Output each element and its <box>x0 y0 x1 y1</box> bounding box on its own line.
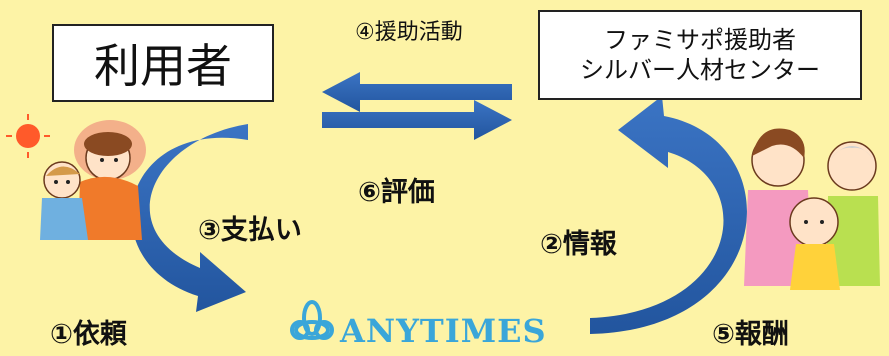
brand-name: ANYTIMES <box>339 312 547 350</box>
step-request-label: ①依頼 <box>50 319 127 350</box>
helper-label-line2: シルバー人材センター <box>580 56 820 84</box>
helper-label-line1: ファミサポ援助者 <box>604 26 796 54</box>
user-node: 利用者 <box>52 24 274 102</box>
step-support-label: ④援助活動 <box>355 20 463 45</box>
parent-child-illustration <box>6 114 146 240</box>
user-label: 利用者 <box>94 39 232 93</box>
helper-node: ファミサポ援助者 シルバー人材センター <box>538 10 862 100</box>
request-curve-arrow <box>131 124 248 312</box>
support-arrow <box>322 72 512 112</box>
anytimes-logo: ANYTIMES <box>290 300 547 350</box>
info-curve-arrow <box>590 96 747 334</box>
step-information-label: ②情報 <box>540 229 617 260</box>
grandparents-child-illustration <box>744 128 880 290</box>
step-payment-label: ③支払い <box>198 215 302 246</box>
step-reward-label: ⑤報酬 <box>712 319 789 350</box>
evaluation-arrow <box>322 100 512 140</box>
step-evaluation-label: ⑥評価 <box>358 177 435 208</box>
anytimes-logo-icon <box>290 300 334 340</box>
